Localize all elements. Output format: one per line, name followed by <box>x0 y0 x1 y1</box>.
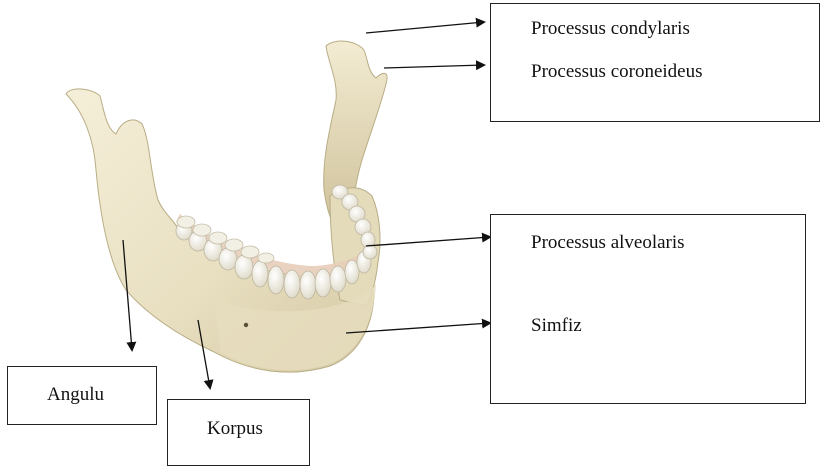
arrow-coroneideus <box>384 65 484 68</box>
label-angulu: Angulu <box>47 384 104 406</box>
arrow-condylaris <box>366 22 484 33</box>
label-korpus: Korpus <box>207 418 263 440</box>
label-processus-condylaris: Processus condylaris <box>531 18 690 40</box>
label-simfiz: Simfiz <box>531 315 582 337</box>
mental-foramen <box>244 323 248 327</box>
arrow-alveolaris <box>366 237 490 246</box>
label-processus-alveolaris: Processus alveolaris <box>531 232 685 254</box>
label-processus-coroneideus: Processus coroneideus <box>531 61 703 83</box>
